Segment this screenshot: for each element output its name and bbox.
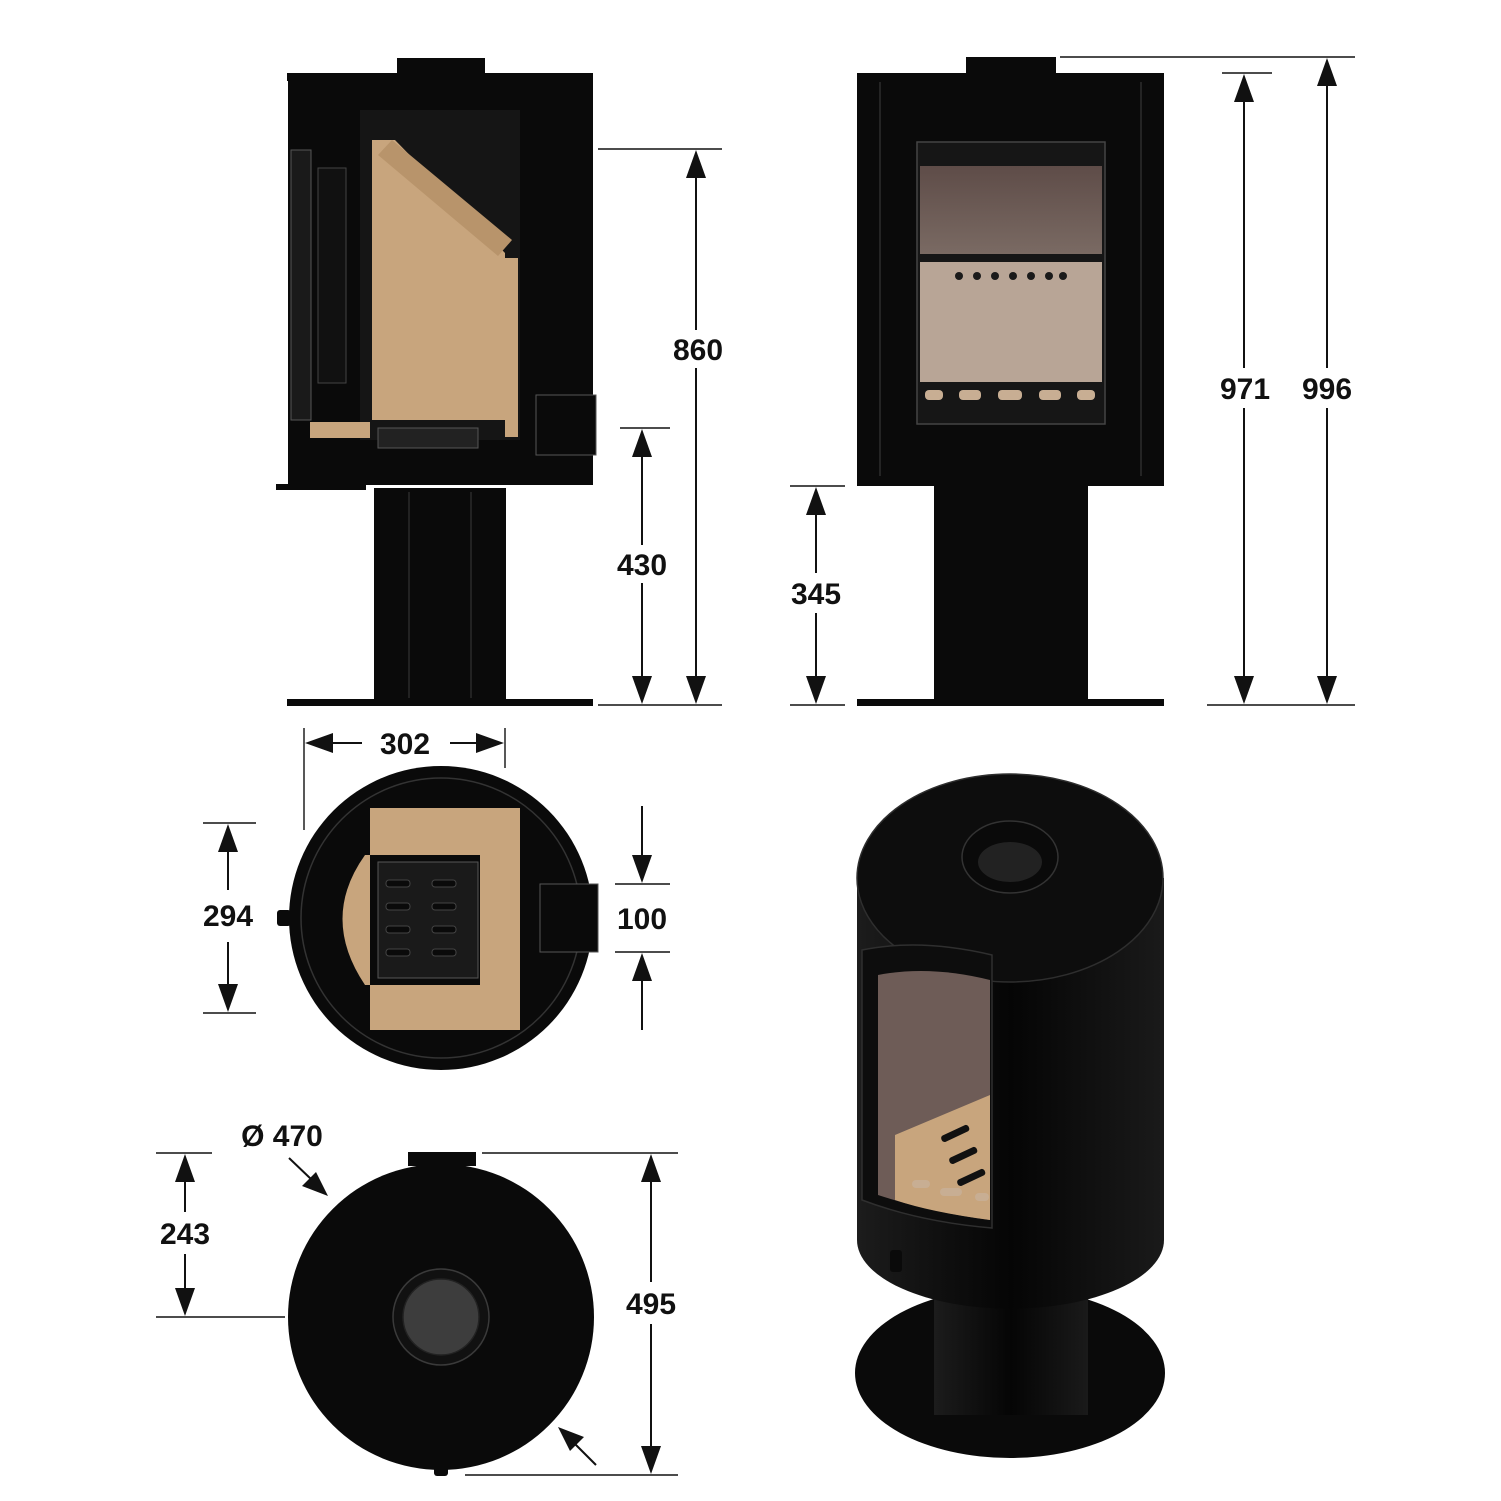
arrow-down-icon <box>1317 676 1337 704</box>
perspective-view <box>855 773 1165 1458</box>
dim-label-996: 996 <box>1302 373 1352 406</box>
top-dimensions: Ø 470 243 495 <box>156 1120 678 1476</box>
arrow-down-icon <box>632 855 652 883</box>
dim-label-860: 860 <box>673 334 723 367</box>
arrow-down-icon <box>632 676 652 704</box>
arrow-down-icon <box>641 1446 661 1474</box>
dim-label-diameter: Ø 470 <box>241 1120 323 1153</box>
arrow-up-icon <box>1317 58 1337 86</box>
dim-label-971: 971 <box>1220 373 1270 406</box>
arrow-down-icon <box>218 984 238 1012</box>
dim-label-294: 294 <box>203 900 253 933</box>
plan-dimensions: 302 294 100 <box>203 728 670 1030</box>
arrow-up-icon <box>175 1154 195 1182</box>
dim-label-430: 430 <box>617 549 667 582</box>
arrow-up-icon <box>1234 74 1254 102</box>
dim-label-302: 302 <box>380 728 430 761</box>
arrow-left-icon <box>305 733 333 753</box>
dim-label-495: 495 <box>626 1288 676 1321</box>
front-dimensions: 971 996 345 <box>782 56 1360 706</box>
side-dimensions: 860 430 <box>598 148 728 706</box>
arrow-right-icon <box>476 733 504 753</box>
side-section-view <box>276 58 597 706</box>
arrow-down-icon <box>175 1288 195 1316</box>
arrow-down-icon <box>1234 676 1254 704</box>
arrow-down-icon <box>686 676 706 704</box>
arrow-up-icon <box>632 953 652 981</box>
arrow-diagonal-icon <box>558 1427 584 1451</box>
arrow-diagonal-icon <box>302 1172 328 1196</box>
arrow-up-icon <box>641 1154 661 1182</box>
dim-label-345: 345 <box>791 578 841 611</box>
arrow-up-icon <box>806 487 826 515</box>
arrow-up-icon <box>686 150 706 178</box>
arrow-up-icon <box>632 429 652 457</box>
arrow-up-icon <box>218 824 238 852</box>
plan-section-view <box>277 766 599 1070</box>
dim-label-100: 100 <box>617 903 667 936</box>
arrow-down-icon <box>806 676 826 704</box>
top-view <box>288 1152 594 1476</box>
dim-label-243: 243 <box>160 1218 210 1251</box>
front-view <box>857 57 1164 706</box>
